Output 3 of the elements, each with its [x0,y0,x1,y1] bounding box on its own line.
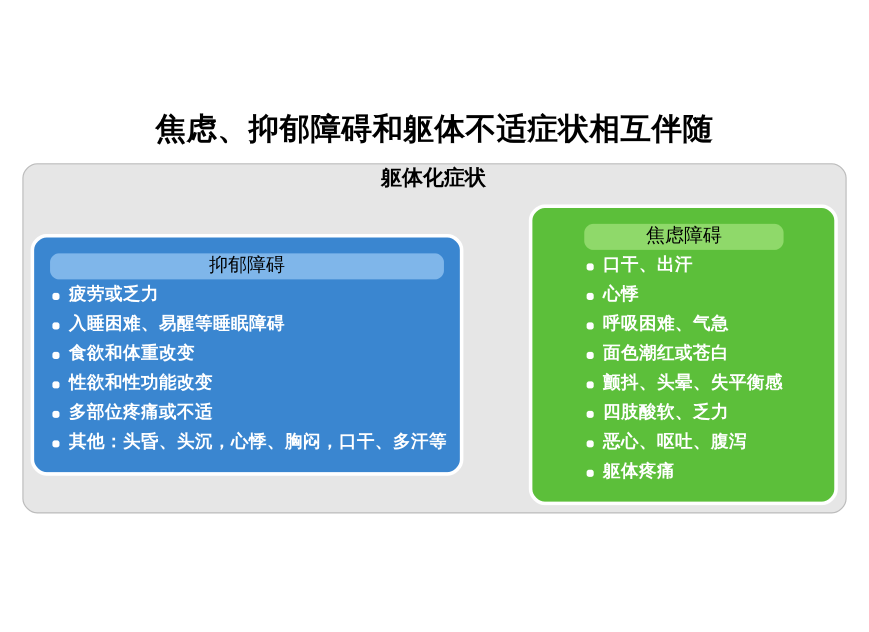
node-box: 抑郁障碍 疲劳或乏力 入睡困难、易醒等睡眠障碍 食欲和体重改变 性欲和性功能改变 多部位疼痛或不适 其他：头昏、头沉，心悸、胸闷，口干、多汗等 [30,233,464,476]
node-box: 焦虑障碍 口干、出汗 心悸 呼吸困难、气急 面色潮红或苍白 颤抖、头晕、失平衡感 四肢酸软、乏力 恶心、呕吐、腹泻 躯体疼痛 [528,204,838,505]
diagram-title: 焦虑、抑郁障碍和躯体不适症状相互伴随 [156,111,714,146]
